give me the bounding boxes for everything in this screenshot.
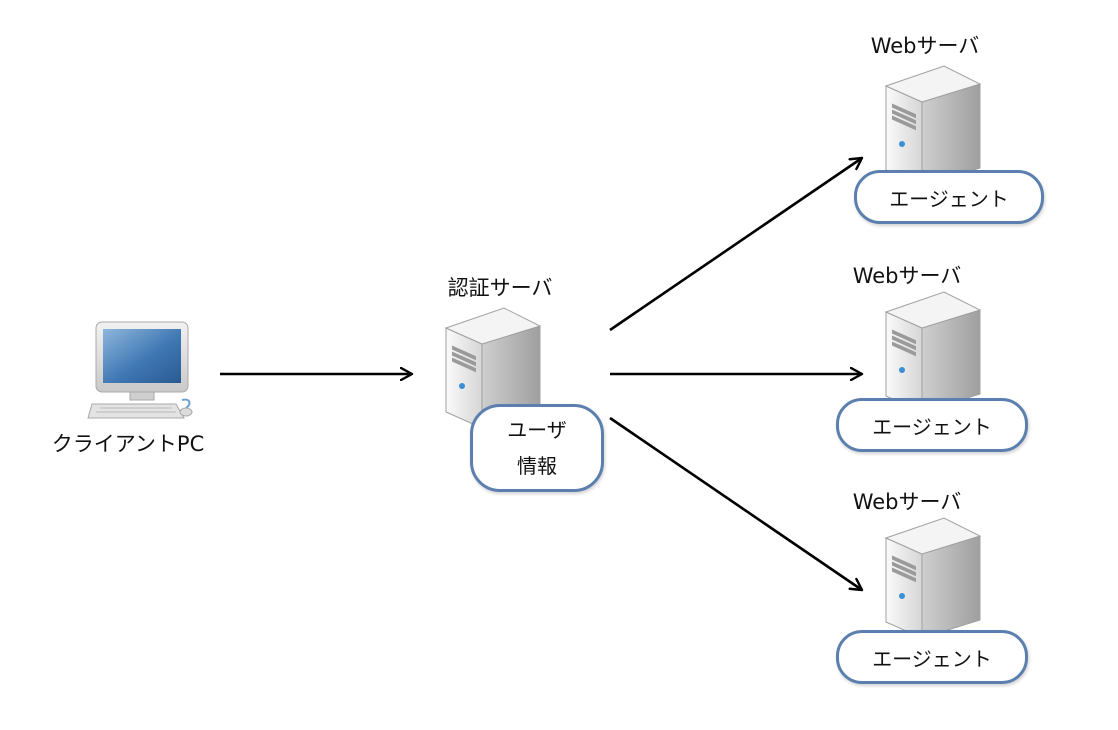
server-icon [884, 517, 982, 639]
arrow-auth-to-web-3 [609, 416, 862, 590]
web-server-3-label: Webサーバ [852, 490, 962, 514]
user-info-box: ユーザ 情報 [470, 404, 604, 492]
agent-box-2: エージェント [836, 398, 1028, 452]
user-info-line2: 情報 [517, 454, 557, 478]
server-icon [444, 307, 542, 429]
user-info-line1: ユーザ [507, 418, 567, 442]
server-icon [884, 65, 982, 187]
agent-box-3: エージェント [836, 630, 1028, 684]
server-icon [884, 291, 982, 413]
web-server-2-label: Webサーバ [852, 264, 962, 288]
agent-box-1: エージェント [854, 170, 1044, 224]
arrow-auth-to-web-1 [609, 158, 862, 332]
desktop-pc-icon [87, 321, 193, 419]
web-server-1-label: Webサーバ [870, 34, 980, 58]
client-pc-label: クライアントPC [51, 432, 205, 456]
auth-server-label: 認証サーバ [447, 276, 553, 300]
